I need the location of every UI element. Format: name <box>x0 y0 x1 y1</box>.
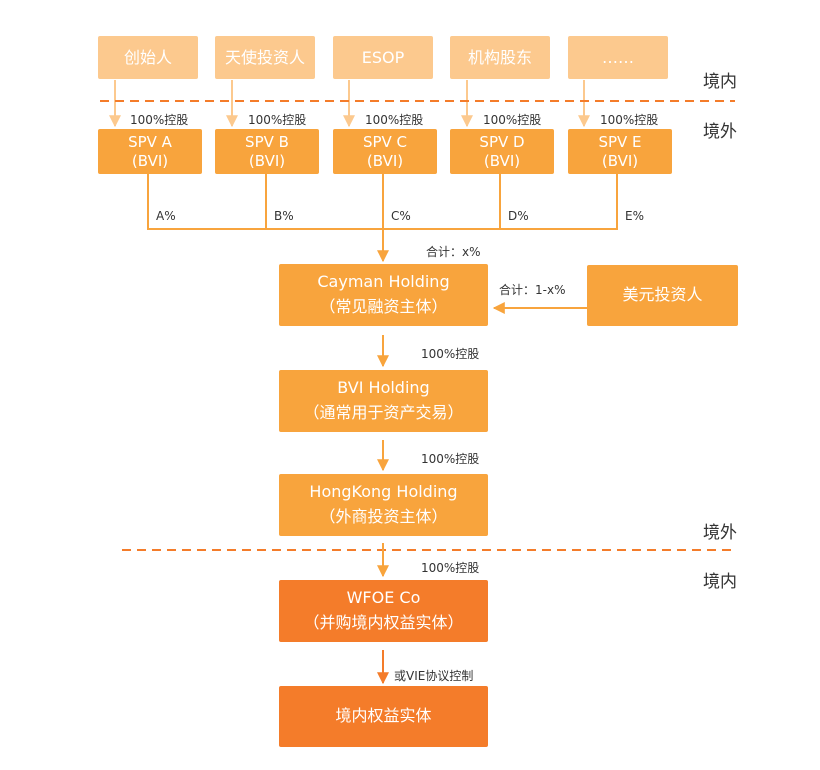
shareholder-esop: ESOP <box>333 36 433 79</box>
shareholder-institutional: 机构股东 <box>450 36 550 79</box>
pct-label-d: D% <box>508 209 529 223</box>
shareholder-angel: 天使投资人 <box>215 36 315 79</box>
pct-label-c: C% <box>391 209 411 223</box>
cayman-holding: Cayman Holding（常见融资主体） <box>279 264 488 326</box>
region-domestic-bottom: 境内 <box>703 572 737 592</box>
control-label-d: 100%控股 <box>483 113 542 127</box>
region-overseas-top: 境外 <box>703 122 737 142</box>
control-label-b: 100%控股 <box>248 113 307 127</box>
spv-c: SPV C(BVI) <box>333 129 437 174</box>
shareholder-others: …… <box>568 36 668 79</box>
pct-label-b: B% <box>274 209 294 223</box>
usd-investor: 美元投资人 <box>587 265 738 326</box>
control-label-e: 100%控股 <box>600 113 659 127</box>
wfoe-co: WFOE Co（并购境内权益实体） <box>279 580 488 642</box>
investor-label: 合计：1-x% <box>499 283 566 297</box>
spv-b: SPV B(BVI) <box>215 129 319 174</box>
spv-a: SPV A(BVI) <box>98 129 202 174</box>
region-overseas-bottom: 境外 <box>703 523 737 543</box>
control-label-c: 100%控股 <box>365 113 424 127</box>
pct-label-e: E% <box>625 209 644 223</box>
vie-label: 或VIE协议控制 <box>394 669 474 683</box>
pct-label-a: A% <box>156 209 176 223</box>
bvi-holding: BVI Holding（通常用于资产交易） <box>279 370 488 432</box>
spv-e: SPV E(BVI) <box>568 129 672 174</box>
total-label: 合计：x% <box>426 245 481 259</box>
control-label-wfoe: 100%控股 <box>421 561 480 575</box>
control-label-a: 100%控股 <box>130 113 189 127</box>
control-label-bvi: 100%控股 <box>421 347 480 361</box>
shareholder-founder: 创始人 <box>98 36 198 79</box>
region-domestic-top: 境内 <box>703 72 737 92</box>
hongkong-holding: HongKong Holding（外商投资主体） <box>279 474 488 536</box>
domestic-equity-entity: 境内权益实体 <box>279 686 488 747</box>
control-label-hk: 100%控股 <box>421 452 480 466</box>
spv-d: SPV D(BVI) <box>450 129 554 174</box>
